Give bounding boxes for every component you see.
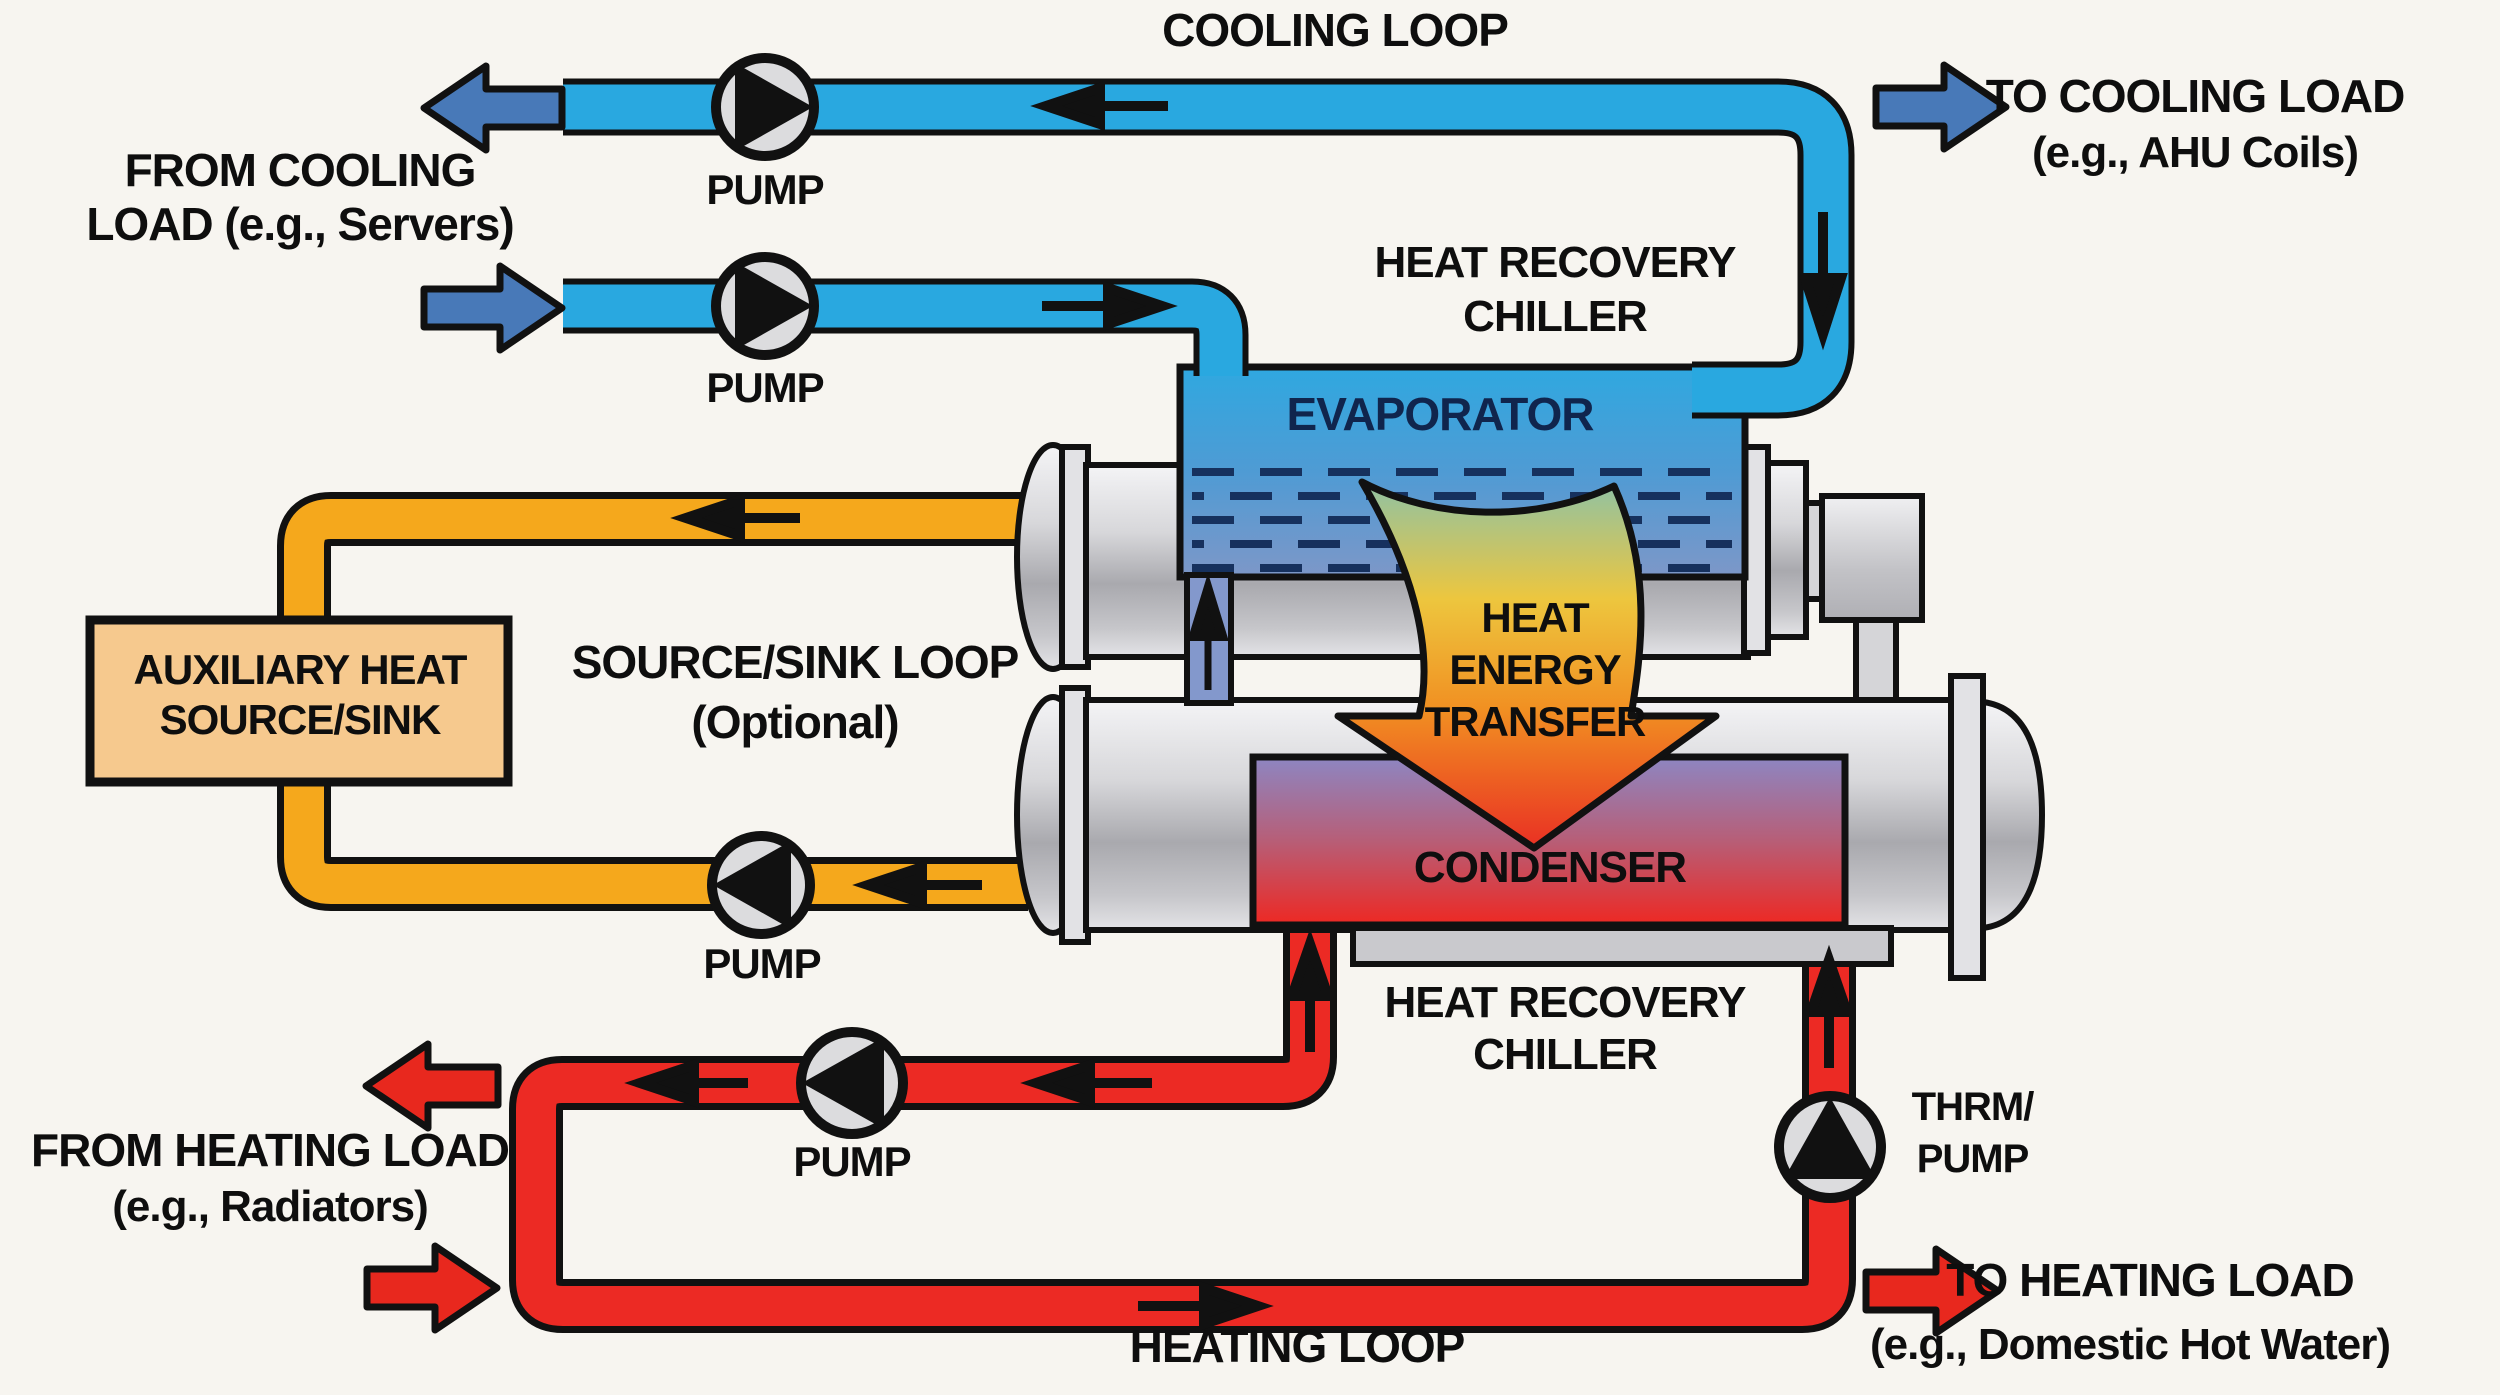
pump-icon xyxy=(707,831,815,939)
flow-arrows xyxy=(624,81,1855,1331)
compressor-motor xyxy=(1819,493,1925,623)
heat-recovery-chiller-bottom-label: CHILLER xyxy=(1473,1030,1658,1079)
from-heating-load-label: FROM HEATING LOAD xyxy=(31,1124,510,1176)
heat-energy-transfer-label: TRANSFER xyxy=(1424,698,1647,745)
pump-icon xyxy=(711,53,819,161)
heat-recovery-chiller-bottom-label: HEAT RECOVERY xyxy=(1384,978,1746,1027)
port-arrows xyxy=(362,61,2010,1337)
to-heating-load-label: TO HEATING LOAD xyxy=(1946,1254,2355,1306)
from-cooling-load-label: FROM COOLING xyxy=(124,144,477,196)
from-heating-load-label: (e.g., Radiators) xyxy=(112,1182,429,1231)
heat-recovery-chiller-top-label: CHILLER xyxy=(1463,292,1648,341)
to-cooling-load-arrow xyxy=(1872,61,2010,153)
source-sink-loop-label: SOURCE/SINK LOOP xyxy=(571,636,1020,688)
pump-icon xyxy=(1774,1091,1886,1203)
pump-label: PUMP xyxy=(793,1138,911,1185)
pump-icon xyxy=(796,1027,908,1139)
right-pump-label: THRM/ xyxy=(1911,1085,2035,1129)
pump-label: PUMP xyxy=(706,364,824,411)
pump-label: PUMP xyxy=(706,166,824,213)
to-cooling-load-label: (e.g., AHU Coils) xyxy=(2031,128,2359,177)
to-heating-load-arrow xyxy=(1862,1245,2002,1337)
evaporator-label: EVAPORATOR xyxy=(1286,388,1595,440)
pump-label: PUMP xyxy=(703,940,821,987)
heating-loop-title: HEATING LOOP xyxy=(1129,1320,1466,1372)
auxiliary-heat-source-sink-box xyxy=(85,615,513,787)
heating-loop-pipe xyxy=(509,926,1856,1333)
heat-energy-transfer-arrow xyxy=(1334,478,1720,852)
to-heating-load-label: (e.g., Domestic Hot Water) xyxy=(1870,1320,2391,1369)
from-heating-load-arrow xyxy=(362,1040,502,1132)
to-cooling-load-label: TO COOLING LOAD xyxy=(1985,70,2406,122)
heat-energy-transfer-label: HEAT xyxy=(1481,594,1589,641)
pump-icon xyxy=(711,252,819,360)
cooling-loop-title: COOLING LOOP xyxy=(1162,4,1509,56)
heat-energy-transfer-label: ENERGY xyxy=(1449,646,1621,693)
auxiliary-heat-label: SOURCE/SINK xyxy=(159,696,442,743)
from-cooling-load-label: LOAD (e.g., Servers) xyxy=(86,198,514,250)
auxiliary-heat-label: AUXILIARY HEAT xyxy=(133,646,468,693)
right-pump-label: PUMP xyxy=(1916,1137,2030,1181)
cooling-supply-in-arrow xyxy=(420,262,566,354)
heating-supply-in-arrow xyxy=(363,1242,501,1334)
condenser-label: CONDENSER xyxy=(1413,843,1687,892)
heat-recovery-chiller-top-label: HEAT RECOVERY xyxy=(1374,238,1736,287)
pump-icons xyxy=(707,53,1886,1203)
source-sink-loop-label: (Optional) xyxy=(691,696,899,748)
cooling-return-out-arrow xyxy=(420,62,566,154)
